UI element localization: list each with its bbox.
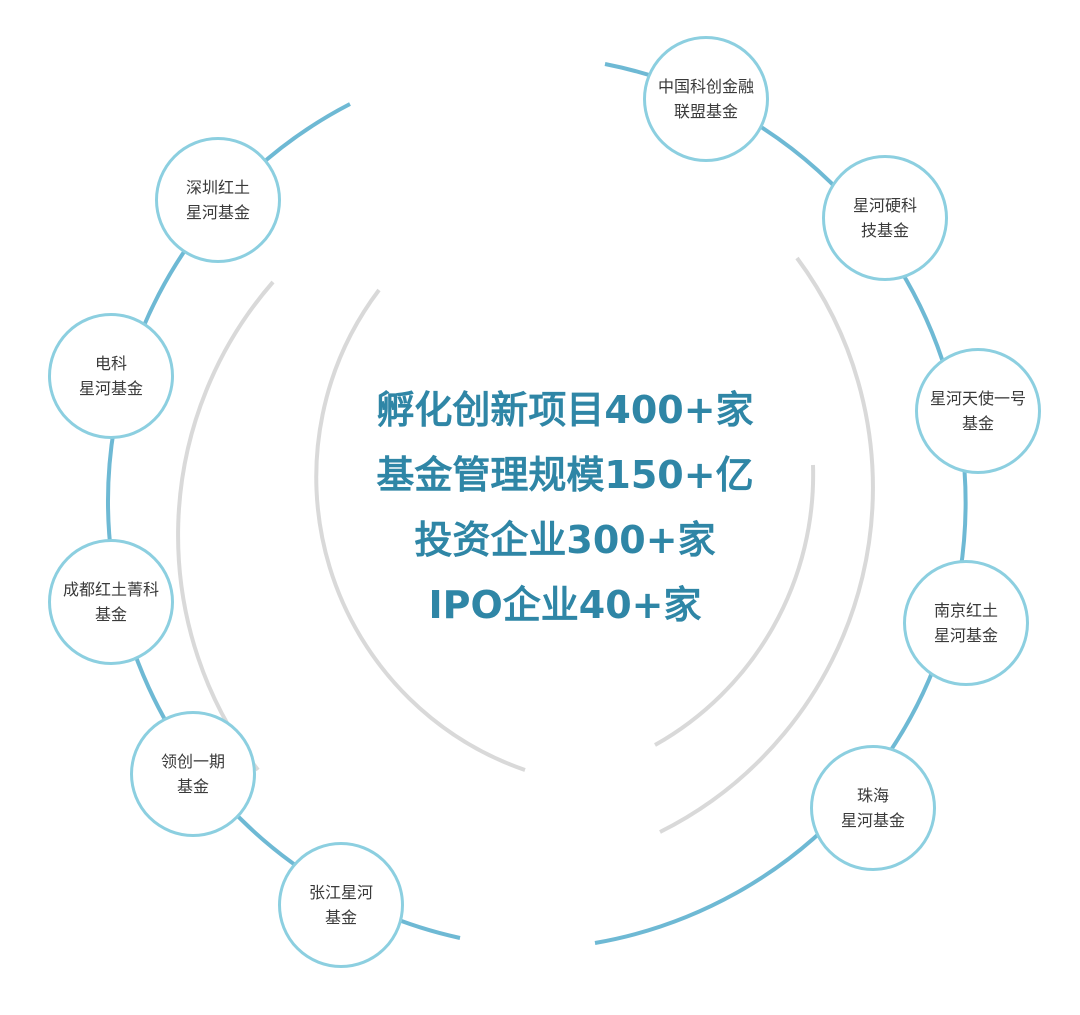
inner-arc-right-2 [654,464,816,747]
fund-node-dianke: 电科 星河基金 [48,313,174,439]
stats-block: 孵化创新项目400+家 基金管理规模150+亿 投资企业300+家 IPO企业4… [290,378,840,638]
fund-node-zhongguo-kechuang: 中国科创金融 联盟基金 [643,36,769,162]
fund-name-line1: 南京红土 [933,601,998,620]
fund-name-line1: 中国科创金融 [657,77,754,96]
stat-invested-companies: 投资企业300+家 [414,518,716,562]
fund-name-line2: 技基金 [860,221,909,240]
fund-name-line2: 基金 [324,908,357,927]
outer-arc-right [594,62,968,945]
fund-name-line1: 星河天使一号 [929,389,1026,408]
fund-name-line2: 基金 [961,414,994,433]
stat-incubated-projects: 孵化创新项目400+家 [376,388,754,432]
fund-name-line1: 张江星河 [308,883,373,902]
fund-name-line1: 成都红土菁科 [62,580,159,599]
inner-arc-left-2 [314,288,526,772]
fund-name-line1: 星河硬科 [852,196,917,215]
stat-fund-scale: 基金管理规模150+亿 [376,453,754,497]
fund-name-line2: 星河基金 [78,379,143,398]
fund-name-line2: 基金 [94,605,127,624]
fund-name-line2: 基金 [176,777,209,796]
fund-name-line1: 珠海 [856,786,889,805]
fund-node-lingchuang: 领创一期 基金 [130,711,256,837]
fund-node-zhuhai: 珠海 星河基金 [810,745,936,871]
stat-ipo-companies: IPO企业40+家 [428,583,702,627]
fund-node-xinghe-yingkeji: 星河硬科 技基金 [822,155,948,281]
fund-name-line1: 电科 [94,354,127,373]
fund-name-line2: 星河基金 [185,203,250,222]
fund-node-zhangjiang: 张江星河 基金 [278,842,404,968]
inner-arc-left-1 [176,280,275,772]
fund-node-nanjing-hongtu: 南京红土 星河基金 [903,560,1029,686]
inner-arc-right-1 [659,256,875,834]
fund-name-line2: 联盟基金 [673,102,738,121]
fund-node-chengdu-hongtu: 成都红土菁科 基金 [48,539,174,665]
fund-name-line1: 深圳红土 [185,178,250,197]
fund-node-shenzhen-hongtu: 深圳红土 星河基金 [155,137,281,263]
fund-name-line2: 星河基金 [933,626,998,645]
fund-name-line1: 领创一期 [160,752,225,771]
fund-node-xinghe-tianshi: 星河天使一号 基金 [915,348,1041,474]
fund-name-line2: 星河基金 [840,811,905,830]
